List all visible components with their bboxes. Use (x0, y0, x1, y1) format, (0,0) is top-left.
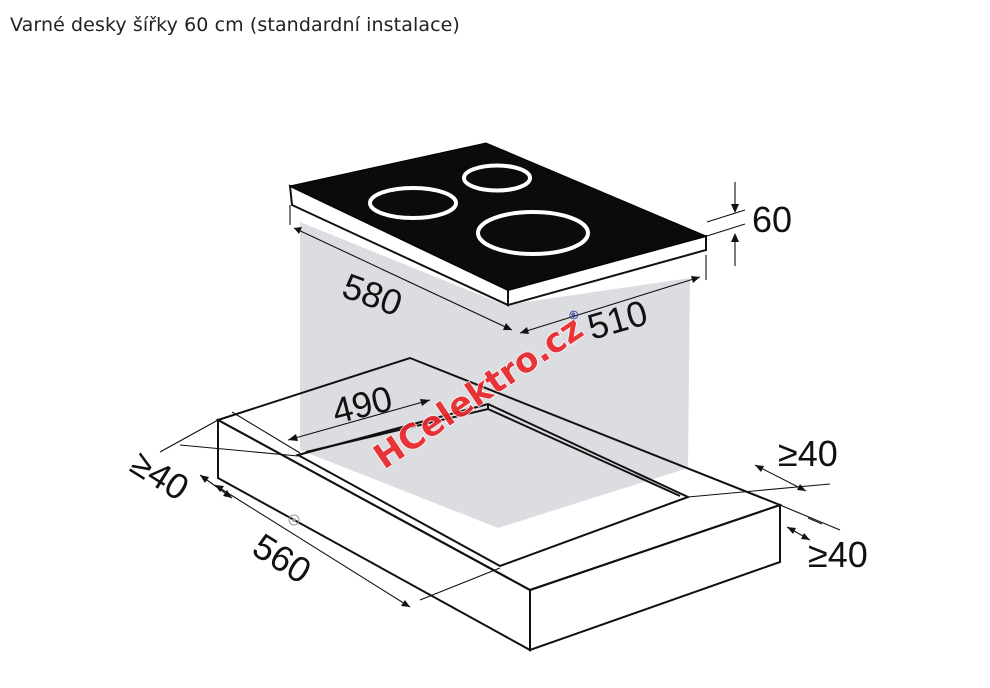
cooking-zone-small-icon (462, 163, 532, 193)
worktop-right-face (529, 503, 781, 652)
dim-min-left-label: ≥40 (124, 442, 196, 508)
dim-490-line (287, 399, 431, 441)
dim-min-right-top-line (687, 464, 831, 498)
dim-min-right-bottom-line (779, 504, 841, 541)
dim-510-line (519, 255, 707, 334)
cooking-zone-large-icon (476, 210, 590, 256)
dim-min-right-top-label: ≥40 (778, 433, 838, 474)
cooking-zone-medium-icon (368, 186, 458, 220)
worktop-logo-icon (288, 514, 300, 526)
dim-560-label: 560 (246, 525, 319, 592)
dim-60-label: 60 (752, 199, 792, 240)
dim-min-right-bottom-label: ≥40 (808, 534, 868, 575)
dim-60-line (706, 182, 746, 266)
dim-580-line (289, 205, 513, 331)
page-title: Varné desky šířky 60 cm (standardní inst… (10, 14, 460, 36)
dim-min-left-line (159, 411, 301, 499)
